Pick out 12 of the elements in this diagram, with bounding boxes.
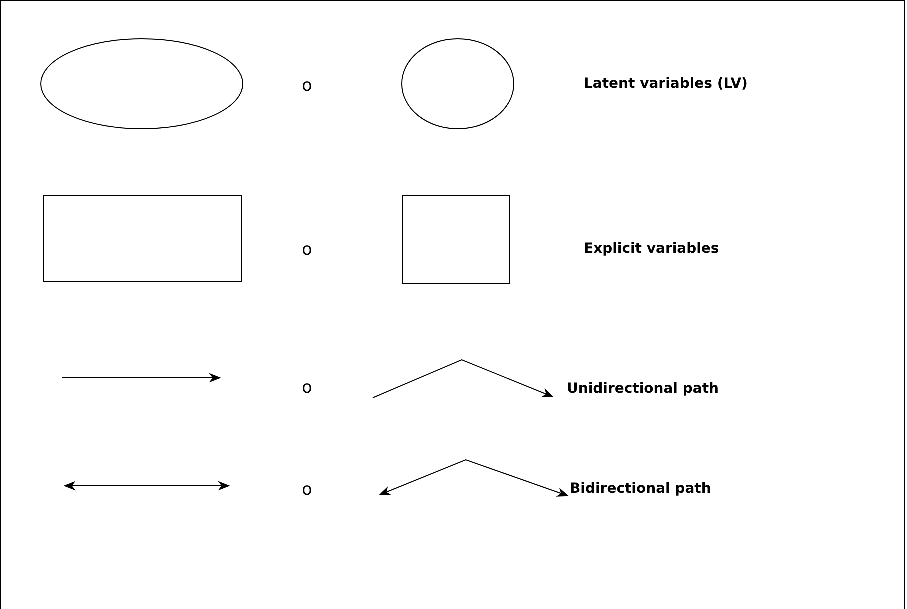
rectangle-symbol <box>44 196 242 282</box>
ellipse-symbol <box>40 38 244 130</box>
conjunction-text: o <box>302 378 312 398</box>
conjunction-text: o <box>302 240 312 260</box>
legend-text: Latent variables (LV) <box>584 76 748 92</box>
legend-text: Explicit variables <box>584 241 720 257</box>
circle-symbol <box>402 38 514 130</box>
legend-text: Unidirectional path <box>567 381 719 397</box>
conjunction-text: o <box>302 76 312 96</box>
legend-text: Bidirectional path <box>570 481 712 497</box>
conjunction-text: o <box>302 480 312 500</box>
rectangle-symbol <box>402 196 510 284</box>
